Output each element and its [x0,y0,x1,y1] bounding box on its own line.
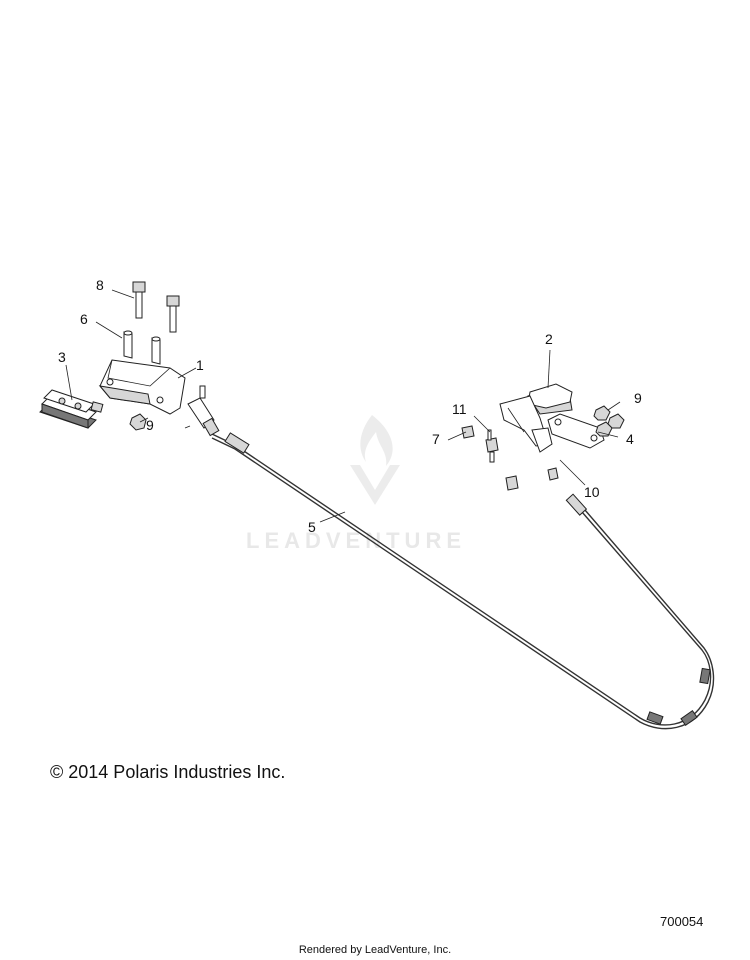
callout-10: 10 [584,484,600,500]
part-1-bracket [98,359,186,415]
callout-5: 6 [80,311,88,327]
part-10-pin [547,467,559,481]
part-8-bolts [132,281,180,333]
copyright-text: © 2014 Polaris Industries Inc. [50,762,286,782]
part-9-nut-left [129,413,147,431]
callout-6: 5 [308,519,316,535]
rendered-by-footer: Rendered by LeadVenture, Inc. [298,944,452,956]
callout-1: 1 [196,357,204,373]
callout-8: 8 [96,277,104,293]
part-9-nuts-right [593,405,625,437]
callout-9-right: 9 [634,390,642,406]
part-3-bracket-pad [39,389,104,429]
cable-6 [211,432,715,730]
cable-clevis [184,385,220,437]
watermark-text: LEADVENTURE [246,528,466,553]
callout-7: 7 [432,431,440,447]
leadventure-watermark-logo: LEADVENTURE [246,415,466,553]
callout-2: 2 [545,331,553,347]
callout-9-left: 9 [146,417,154,433]
part-4-plate [547,413,605,449]
part-11-pin [487,429,492,441]
part-7-bolts [461,425,519,491]
diagram-part-number: 700054 [660,914,704,929]
leader-lines [65,289,621,523]
part-5-spacers [123,330,161,365]
callout-4: 4 [626,431,634,447]
callout-3: 3 [58,349,66,365]
callout-11: 11 [452,401,467,417]
part-2-lever-assembly [499,383,573,453]
